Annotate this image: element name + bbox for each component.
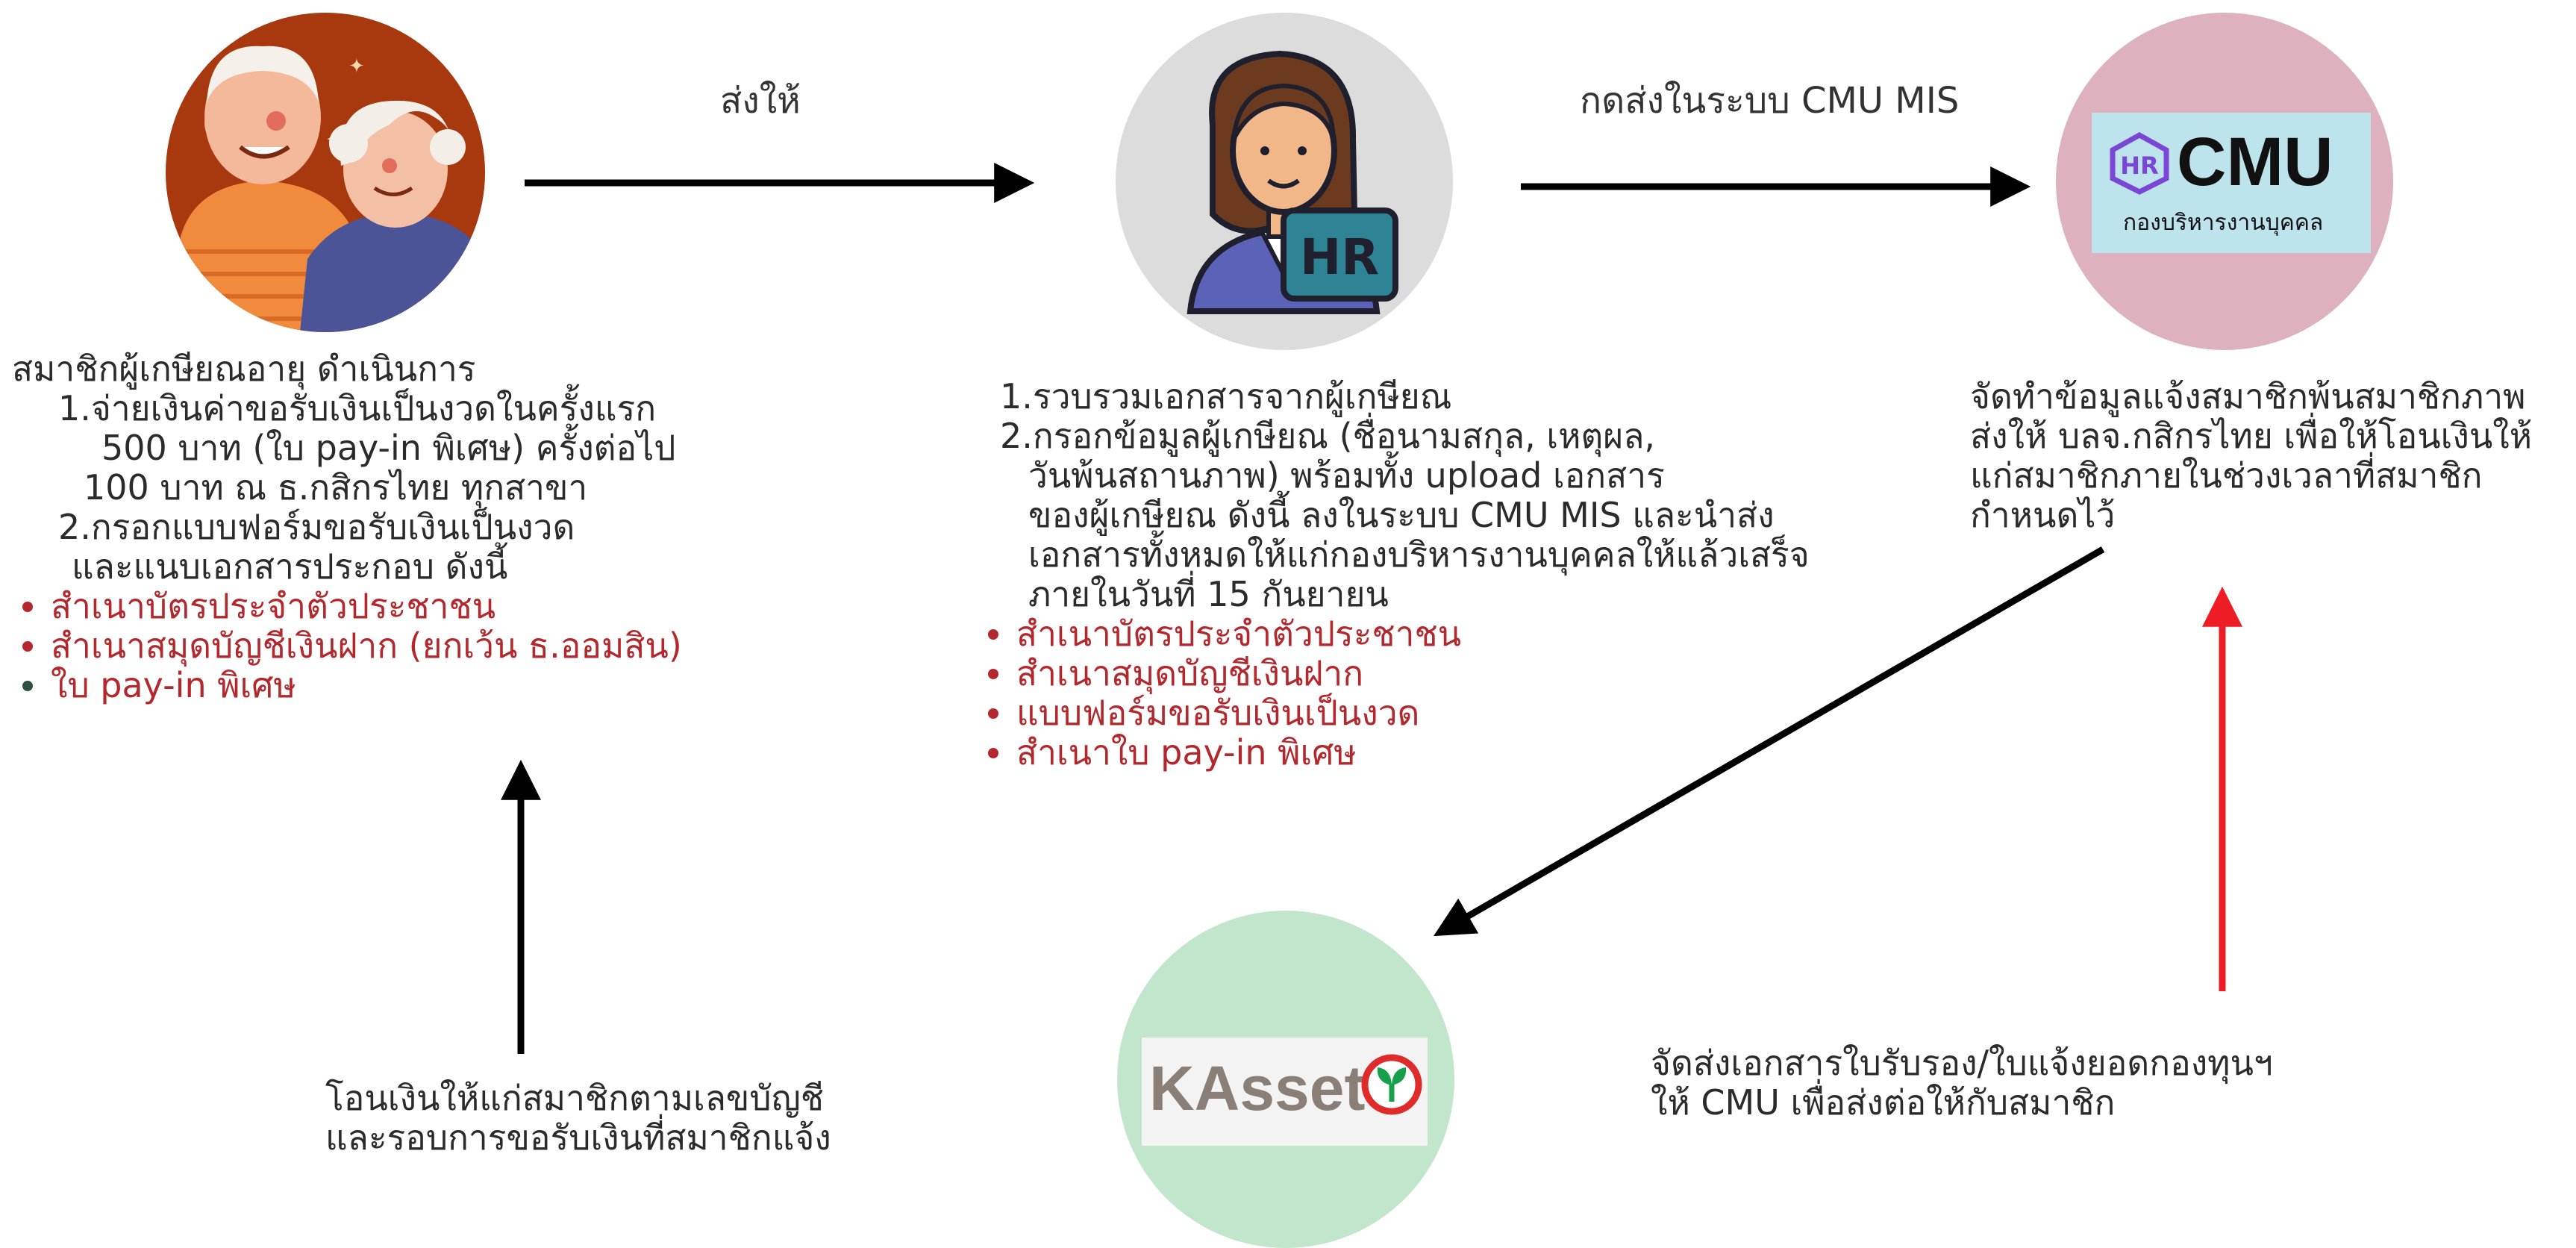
kasset-to-member-2: และรอบการขอรับเงินที่สมาชิกแจ้ง — [325, 1117, 831, 1158]
hr-badge-text: HR — [1300, 228, 1379, 286]
cmu-logo-mark-text: HR — [2120, 152, 2158, 180]
hr-doc-form: แบบฟอร์มขอรับเงินเป็นงวด — [978, 693, 1810, 733]
retiree-actions: สมาชิกผู้เกษียณอายุ ดำเนินการ 1.จ่ายเงิน… — [12, 349, 682, 705]
hr-doc-bankbook: สำเนาสมุดบัญชีเงินฝาก — [978, 654, 1810, 693]
kasset-circle: KAsset — [1117, 911, 1454, 1248]
hr-step-2-cont3: เอกสารทั้งหมดให้แก่กองบริหารงานบุคคลให้แ… — [1028, 534, 1810, 575]
cmu-desc-4: กำหนดไว้ — [1970, 495, 2116, 535]
arrow-label-cmu-mis: กดส่งในระบบ CMU MIS — [1580, 80, 1960, 122]
hr-step-2: 2.กรอกข้อมูลผู้เกษียณ (ชื่อนามสกุล, เหตุ… — [1000, 416, 1656, 456]
cmu-desc-2: ส่งให้ บลจ.กสิกรไทย เพื่อให้โอนเงินให้ — [1970, 416, 2533, 456]
kasset-to-cmu-text: จัดส่งเอกสารใบรับรอง/ใบแจ้งยอดกองทุนฯ ให… — [1651, 1043, 2273, 1123]
kasset-to-cmu-2: ให้ CMU เพื่อส่งต่อให้กับสมาชิก — [1651, 1082, 2116, 1123]
retiree-step-1: 1.จ่ายเงินค่าขอรับเงินเป็นงวดในครั้งแรก — [58, 388, 657, 428]
hr-document-list: สำเนาบัตรประจำตัวประชาชน สำเนาสมุดบัญชีเ… — [978, 614, 1810, 773]
kasset-logo-text: KAsset — [1149, 1053, 1366, 1123]
cmu-logo-subtext: กองบริหารงานบุคคล — [2123, 210, 2324, 236]
cmu-desc-1: จัดทำข้อมูลแจ้งสมาชิกพ้นสมาชิกภาพ — [1970, 376, 2526, 416]
cmu-desc-3: แก่สมาชิกภายในช่วงเวลาที่สมาชิก — [1970, 455, 2483, 496]
hr-officer-illustration: HR — [1116, 13, 1453, 350]
hr-step-2-cont1: วันพ้นสถานภาพ) พร้อมทั้ง upload เอกสาร — [1028, 455, 1665, 496]
hr-actions: 1.รวบรวมเอกสารจากผู้เกษียณ 2.กรอกข้อมูลผ… — [987, 376, 1810, 773]
retiree-step-1-cont2: 100 บาท ณ ธ.กสิกรไทย ทุกสาขา — [84, 467, 588, 508]
hr-doc-id-card: สำเนาบัตรประจำตัวประชาชน — [978, 614, 1810, 654]
arrow-label-send: ส่งให้ — [720, 80, 801, 122]
cmu-logo-mark: HR — [2108, 131, 2171, 195]
retiree-doc-payin: ใบ pay-in พิเศษ — [12, 666, 682, 705]
hr-step-2-cont4: ภายในวันที่ 15 กันยายน — [1028, 574, 1389, 614]
retiree-couple-illustration: ✦ ✦ — [166, 13, 485, 332]
cmu-logo-text: CMU — [2177, 124, 2333, 200]
kasset-to-cmu-1: จัดส่งเอกสารใบรับรอง/ใบแจ้งยอดกองทุนฯ — [1651, 1043, 2273, 1083]
retiree-document-list: สำเนาบัตรประจำตัวประชาชน สำเนาสมุดบัญชีเ… — [12, 587, 682, 705]
kbank-leaf-icon — [1360, 1052, 1424, 1117]
hr-step-2-cont2: ของผู้เกษียณ ดังนี้ ลงในระบบ CMU MIS และ… — [1028, 495, 1775, 535]
arrow-cmu-to-kasset — [1433, 546, 2105, 937]
retiree-doc-bankbook: สำเนาสมุดบัญชีเงินฝาก (ยกเว้น ธ.ออมสิน) — [12, 626, 682, 666]
kasset-logo: KAsset — [1142, 1038, 1428, 1146]
cmu-hr-logo: HR CMU กองบริหารงานบุคคล — [2092, 113, 2371, 253]
retiree-step-2-cont: และแนบเอกสารประกอบ ดังนี้ — [72, 546, 508, 587]
cmu-circle: HR CMU กองบริหารงานบุคคล — [2056, 13, 2393, 350]
svg-text:✦: ✦ — [348, 55, 365, 78]
hr-step-1: 1.รวบรวมเอกสารจากผู้เกษียณ — [1000, 376, 1452, 416]
retiree-title: สมาชิกผู้เกษียณอายุ ดำเนินการ — [12, 349, 476, 389]
cmu-actions: จัดทำข้อมูลแจ้งสมาชิกพ้นสมาชิกภาพ ส่งให้… — [1970, 377, 2532, 535]
kasset-to-member-text: โอนเงินให้แก่สมาชิกตามเลขบัญชี และรอบการ… — [325, 1079, 831, 1158]
kasset-to-member-1: โอนเงินให้แก่สมาชิกตามเลขบัญชี — [325, 1078, 824, 1118]
retiree-step-2: 2.กรอกแบบฟอร์มขอรับเงินเป็นงวด — [58, 507, 575, 547]
retiree-doc-id-card: สำเนาบัตรประจำตัวประชาชน — [12, 587, 682, 626]
retiree-step-1-cont: 500 บาท (ใบ pay-in พิเศษ) ครั้งต่อไป — [101, 428, 676, 468]
hr-doc-payin: สำเนาใบ pay-in พิเศษ — [978, 733, 1810, 773]
